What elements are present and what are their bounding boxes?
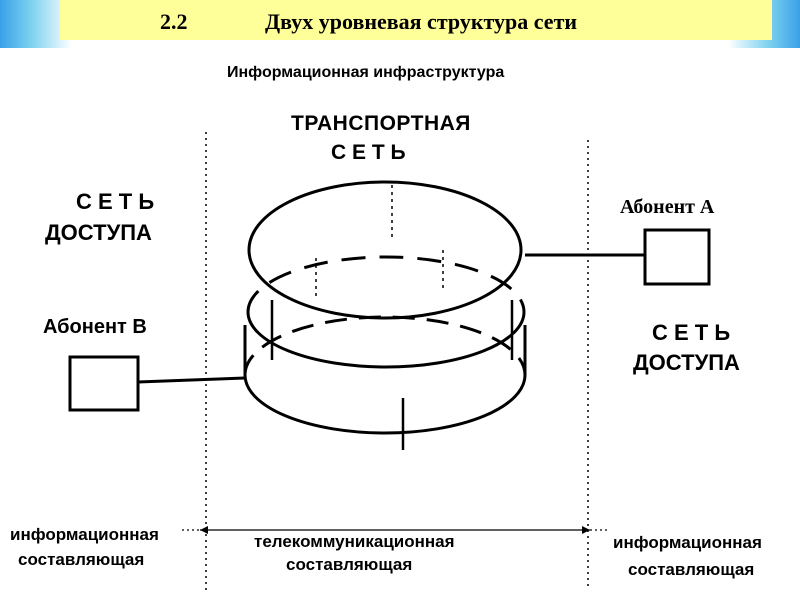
access-network-left-line2: ДОСТУПА [45, 220, 152, 245]
section-number: 2.2 [160, 9, 188, 34]
footer-right-line1: информационная [613, 533, 762, 552]
subscriber-a-box [643, 228, 711, 286]
lower-ring-back [243, 315, 527, 376]
access-network-left-line1: С Е Т Ь [76, 189, 155, 214]
subscriber-b-label: Абонент В [43, 316, 147, 338]
subscriber-b-link [137, 376, 246, 384]
transport-network-label-line2: С Е Т Ь [331, 141, 406, 164]
title-bar: 2.2 Двух уровневая структура сети [60, 0, 772, 40]
footer-right-line2: составляющая [628, 560, 755, 579]
middle-ring-front [246, 311, 526, 369]
access-network-right-line2: ДОСТУПА [633, 350, 740, 375]
lower-ring-front [243, 374, 527, 435]
arrow-right-head [582, 526, 590, 534]
footer-center-line1: телекоммуникационная [254, 532, 455, 551]
subscriber-b-box [68, 355, 140, 412]
subscriber-a-label: Абонент А [620, 196, 715, 218]
footer-center-line2: составляющая [286, 555, 413, 574]
transport-network-label-line1: ТРАНСПОРТНАЯ [291, 112, 471, 135]
access-network-right-line1: С Е Т Ь [652, 320, 731, 345]
slide-title: Двух уровневая структура сети [265, 9, 578, 34]
middle-ring-back [246, 255, 526, 313]
arrow-left-head [200, 526, 208, 534]
footer-left-line1: информационная [10, 525, 159, 544]
info-infrastructure-label: Информационная инфраструктура [227, 64, 505, 81]
footer-left-line2: составляющая [18, 550, 145, 569]
top-ring [247, 180, 523, 320]
